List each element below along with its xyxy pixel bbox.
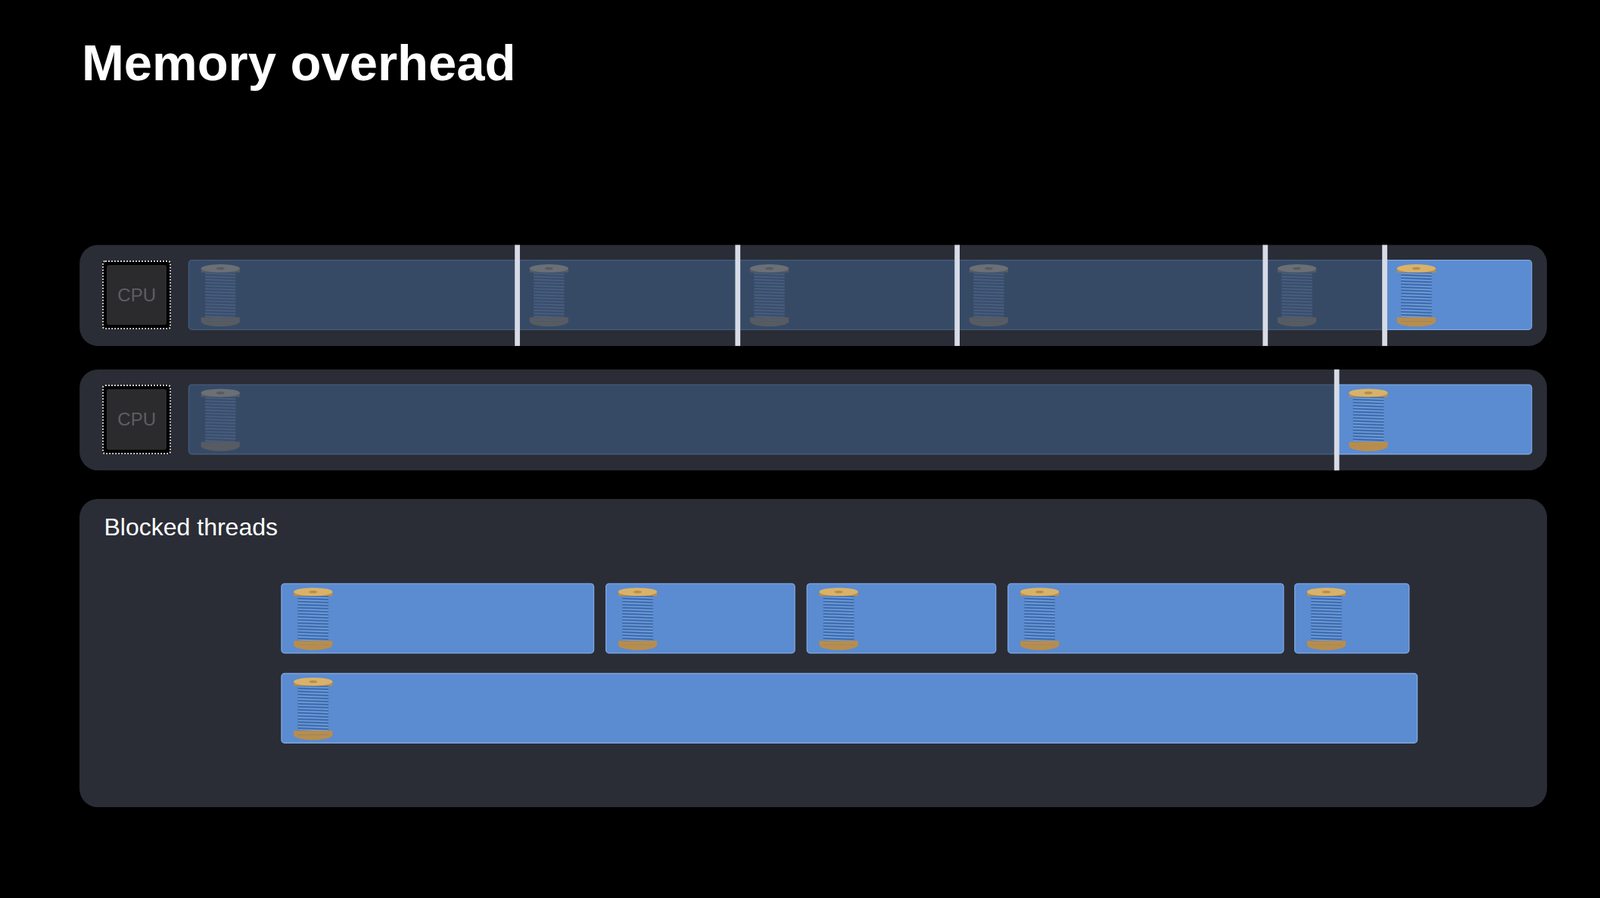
thread-spool (618, 588, 657, 651)
thread-spool (1348, 388, 1388, 451)
blocked-threads-panel: Blocked threads (79, 498, 1548, 807)
cpu-label: CPU (117, 284, 156, 306)
thread-spool (1020, 588, 1059, 651)
waiting-thread-bar (188, 384, 1337, 455)
running-thread-bar (1385, 260, 1532, 330)
cpu-row-panel (79, 244, 1548, 346)
thread-spool (201, 264, 240, 327)
cpu-row-panel (79, 369, 1548, 471)
thread-spool (293, 677, 333, 740)
blocked-thread-bar (806, 583, 996, 654)
thread-spool (529, 264, 569, 327)
panel-heading: Blocked threads (104, 513, 278, 542)
blocked-thread-bars (79, 498, 1548, 807)
blocked-thread-bar (1008, 583, 1284, 654)
context-switch (734, 244, 741, 346)
blocked-thread-bar (606, 583, 795, 654)
cpu-chip: CPU (102, 384, 172, 455)
context-switch (1262, 244, 1268, 346)
running-thread-bar (1336, 384, 1532, 455)
waiting-thread-bar (188, 260, 1385, 330)
blocked-thread-bar (281, 583, 595, 654)
thread-spool (293, 588, 333, 651)
context-switch (1334, 369, 1340, 471)
blocked-thread-bar (281, 673, 1418, 744)
thread-spool (1307, 588, 1346, 651)
thread-spool (201, 388, 240, 451)
context-switch (514, 244, 520, 346)
context-switch (954, 244, 960, 346)
thread-spool (969, 264, 1009, 327)
context-switch (1382, 244, 1388, 346)
thread-spool (1277, 264, 1317, 327)
thread-spool (750, 264, 789, 327)
cpu-label: CPU (117, 408, 156, 430)
blocked-thread-bar (1294, 583, 1410, 654)
cpu-chip: CPU (102, 260, 172, 330)
slide-title: Memory overhead (81, 33, 516, 92)
thread-spool (819, 588, 859, 651)
thread-spool (1397, 264, 1436, 327)
